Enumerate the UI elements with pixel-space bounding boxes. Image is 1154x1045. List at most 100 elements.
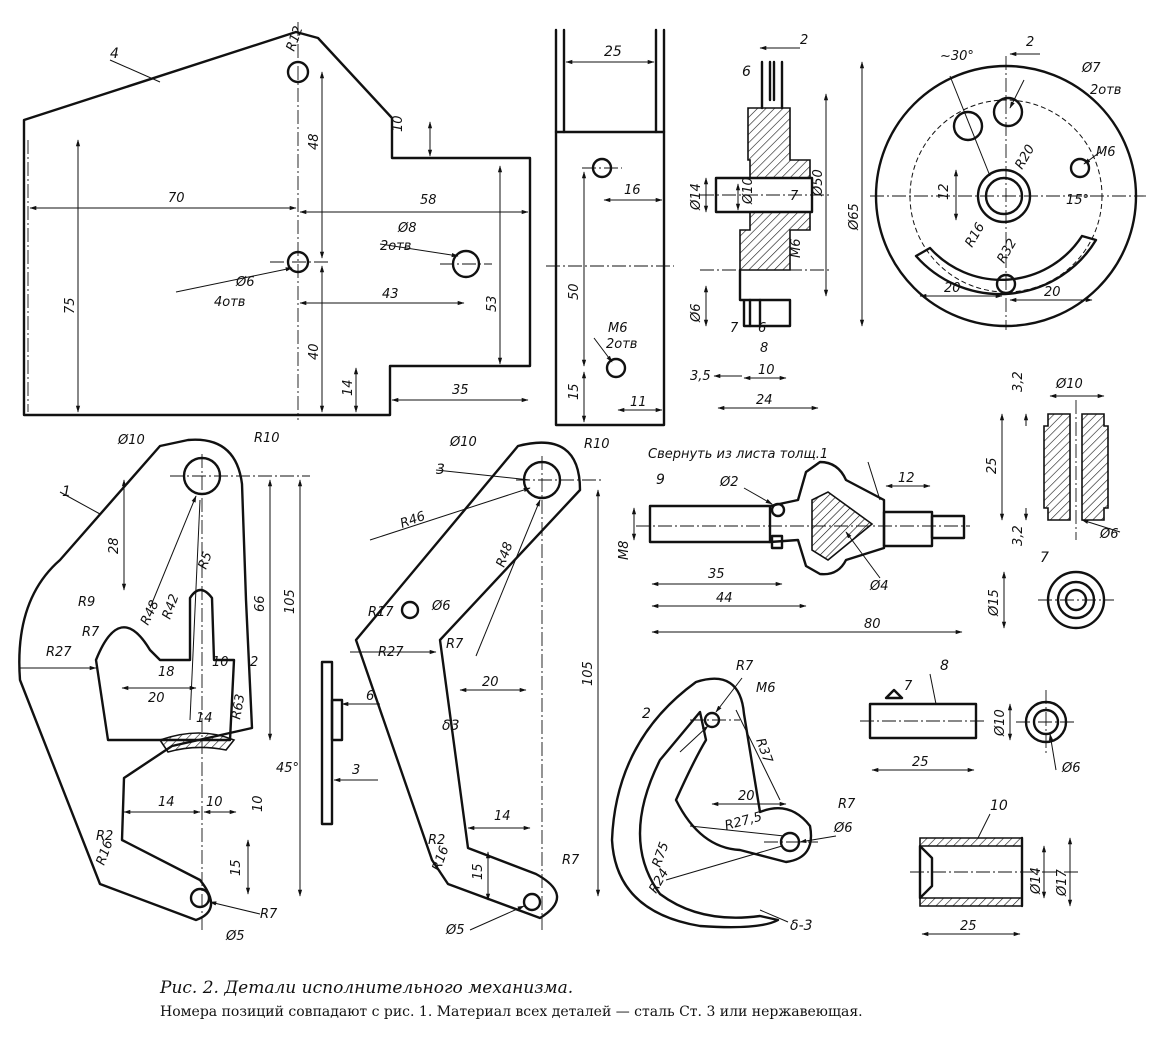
bushing-part-7: Ø10 3,2 25 3,2 Ø6 7 Ø15 [985,371,1121,630]
dim-r27: R27 [378,645,404,660]
dim-25: 25 [960,919,977,934]
dim-20b: 20 [1044,285,1061,300]
dim-8: 8 [760,341,768,356]
part-8-label: 8 [940,658,949,674]
figure-caption: Рис. 2. Детали исполнительного механизма… [160,978,1140,1020]
dim-r32: R32 [994,236,1020,266]
dim-16: 16 [624,183,641,198]
dim-d10: Ø10 [741,177,756,205]
dim-r10: R10 [254,431,280,446]
dim-3-2a: 3,2 [1011,371,1026,392]
dim-70: 70 [168,191,185,206]
dim-15deg: 15° [1066,193,1089,208]
dim-50: 50 [567,283,582,300]
strip-part: 6 3 [320,660,380,826]
dim-r16: R16 [430,844,453,873]
dim-r2: R2 [96,829,113,844]
dim-14b: 14 [158,795,175,810]
dim-75: 75 [63,297,78,314]
pulley-part-6: 6 2 Ø14 Ø10 7 Ø50 Ø65 М6 Ø6 7 6 8 3,5 10… [689,33,865,411]
dim-2: 2 [250,655,258,670]
caption-note: Номера позиций совпадают с рис. 1. Матер… [160,1004,863,1020]
dim-d8: Ø8 [397,221,417,236]
part-7-label: 7 [1040,550,1049,566]
part-10-label: 10 [990,798,1008,814]
channel-part-5: 25 16 50 М6 2отв 15 11 [546,28,674,427]
sleeve-part-10: 10 Ø14 Ø17 25 [910,798,1080,937]
dim-6: 6 [366,689,374,704]
dim-d10: Ø10 [993,709,1008,737]
dim-d6: Ø6 [1099,527,1119,542]
dim-m6: М6 [1096,145,1116,160]
dim-d2: Ø2 [719,475,739,490]
dim-12: 12 [898,471,915,486]
dim-3-2b: 3,2 [1011,525,1026,546]
dim-d10: Ø10 [1055,377,1083,392]
dim-r7b: R7 [838,797,856,812]
dim-2: 2 [1026,35,1034,50]
dim-r17: R17 [368,605,394,620]
dim-d6: Ø6 [689,303,704,323]
dim-d17: Ø17 [1055,868,1070,897]
dim-d14: Ø14 [689,183,704,211]
dim-14: 14 [341,379,356,396]
dim-10: 10 [758,363,775,378]
dim-7: 7 [904,679,913,694]
part-3-label: 3 [436,462,445,478]
dim-d6: Ø6 [833,821,853,836]
dim-3: 3 [352,763,360,778]
dim-10b: 10 [251,795,266,812]
dim-r75: R75 [650,840,673,869]
dim-66: 66 [253,595,268,612]
dim-80: 80 [864,617,881,632]
dim-r9: R9 [78,595,95,610]
handle-note: Свернуть из листа толщ.1 [648,447,828,462]
dim-r27-5: R27,5 [723,810,764,834]
dim-11: 11 [630,395,647,410]
dim-2holes: 2отв [1090,83,1121,98]
dim-40: 40 [307,343,322,360]
dim-d7: Ø7 [1081,61,1101,76]
dim-6: 6 [758,321,766,336]
dim-r7b: R7 [562,853,580,868]
plate-part-4: 4 R12 10 48 70 58 Ø8 2отв Ø6 4отв 43 53 … [22,22,532,420]
dim-30deg: ~30° [940,49,974,64]
dim-20: 20 [482,675,499,690]
dim-m6: М6 [756,681,776,696]
dim-r7: R7 [82,625,100,640]
dim-d15: Ø15 [987,589,1002,617]
dim-2: 2 [800,33,808,48]
part-9-label: 9 [656,472,665,488]
dim-10: 10 [391,115,406,132]
dim-r63: R63 [229,693,248,721]
handle-part-9: Свернуть из листа толщ.1 9 12 Ø2 М8 35 Ø… [617,447,970,635]
dim-2holes: 2отв [606,337,637,352]
dim-53: 53 [485,295,500,312]
dim-58: 58 [420,193,437,208]
dim-r10: R10 [584,437,610,452]
dim-r48: R48 [138,598,162,628]
dim-d6: Ø6 [1061,761,1081,776]
dim-20a: 20 [944,281,961,296]
dim-r2: R2 [428,833,445,848]
dim-r42: R42 [160,592,183,621]
caption-title: Рис. 2. Детали исполнительного механизма… [160,978,574,998]
dim-d10: Ø10 [449,435,477,450]
dim-4holes: 4отв [214,295,245,310]
dim-r12: R12 [284,24,307,53]
dim-15: 15 [471,863,486,880]
dim-20: 20 [738,789,755,804]
part-6-label: 6 [742,64,751,80]
dim-d10: Ø10 [117,433,145,448]
part-1-label: 1 [62,484,71,500]
dim-m8: М8 [617,541,632,561]
dim-14a: 14 [196,711,213,726]
dim-44: 44 [716,591,733,606]
dim-10a: 10 [212,655,229,670]
dim-18: 18 [158,665,175,680]
hook-part-2: R7 М6 2 R37 20 R7 R27,5 Ø6 R75 R24 δ-3 [610,659,856,934]
dim-r5: R5 [196,550,216,571]
dim-105: 105 [581,661,596,686]
dim-3-5: 3,5 [690,369,711,384]
dim-28: 28 [107,537,122,554]
